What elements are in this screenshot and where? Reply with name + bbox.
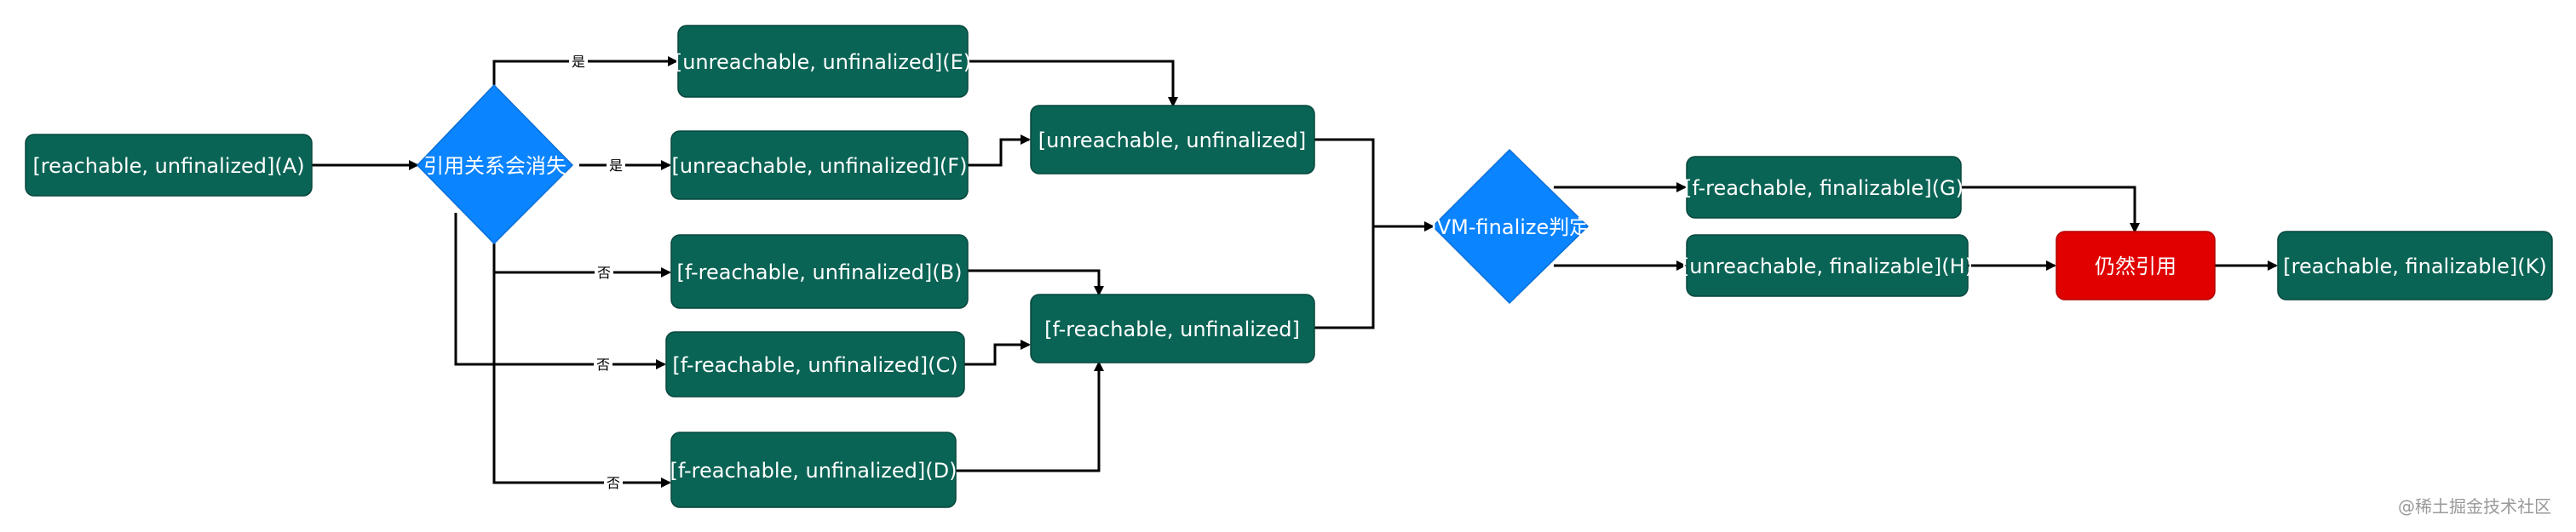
edge-c-to-r1 bbox=[964, 340, 1031, 366]
node-d-label: [f-reachable, unfinalized](D) bbox=[670, 459, 957, 483]
node-a-label: [reachable, unfinalized](A) bbox=[32, 154, 304, 178]
edge-b-to-r1 bbox=[968, 269, 1104, 296]
edge-label-no-c: 否 bbox=[596, 357, 610, 373]
node-k: [reachable, finalizable](K) bbox=[2277, 231, 2553, 300]
decision-reference-disappear-label: 引用关系会消失 bbox=[423, 154, 566, 178]
edge-u1-to-decision2 bbox=[1314, 138, 1435, 232]
watermark: @稀土掘金技术社区 bbox=[2398, 496, 2551, 517]
edge-labels: 是 是 否 否 否 bbox=[569, 52, 625, 492]
edge-label-no-b: 否 bbox=[597, 265, 611, 281]
node-unreachable-unfinalized: [unreachable, unfinalized] bbox=[1030, 105, 1315, 174]
node-f-label: [unreachable, unfinalized](F) bbox=[672, 154, 968, 178]
decision-jvm-finalize-label: JVM-finalize判定 bbox=[1429, 215, 1590, 239]
node-still-referenced-label: 仍然引用 bbox=[2095, 255, 2176, 278]
edge-label-yes-e: 是 bbox=[572, 54, 585, 70]
edge-r1-to-decision2 bbox=[1314, 226, 1375, 329]
edge-d-to-r1 bbox=[956, 361, 1104, 472]
edge-label-yes-f: 是 bbox=[609, 157, 623, 174]
edge-e-to-u1 bbox=[968, 60, 1178, 107]
node-b-label: [f-reachable, unfinalized](B) bbox=[677, 260, 963, 284]
node-f-reachable-unfinalized: [f-reachable, unfinalized] bbox=[1030, 294, 1315, 363]
decision-jvm-finalize: JVM-finalize判定 bbox=[1429, 148, 1590, 305]
node-f: [unreachable, unfinalized](F) bbox=[670, 130, 969, 200]
edge-decision-to-b bbox=[492, 243, 671, 277]
node-a: [reachable, unfinalized](A) bbox=[25, 134, 313, 197]
node-c-label: [f-reachable, unfinalized](C) bbox=[672, 353, 957, 377]
edge-f-to-u1 bbox=[968, 134, 1031, 167]
node-e-label: [unreachable, unfinalized](E) bbox=[675, 50, 971, 74]
node-unreachable-unfinalized-label: [unreachable, unfinalized] bbox=[1038, 129, 1306, 152]
node-g: [f-reachable, finalizable](G) bbox=[1684, 156, 1964, 219]
node-still-referenced: 仍然引用 bbox=[2056, 231, 2216, 300]
node-c: [f-reachable, unfinalized](C) bbox=[665, 331, 965, 398]
node-h: [unreachable, finalizable](H) bbox=[1682, 234, 1973, 297]
decision-reference-disappear: 引用关系会消失 bbox=[416, 83, 574, 245]
node-d: [f-reachable, unfinalized](D) bbox=[670, 432, 957, 508]
edge-decision-to-e bbox=[492, 56, 678, 85]
node-f-reachable-unfinalized-label: [f-reachable, unfinalized] bbox=[1044, 317, 1300, 341]
edge-g-to-still bbox=[1961, 186, 2140, 233]
edge-label-no-d: 否 bbox=[607, 475, 620, 491]
node-b: [f-reachable, unfinalized](B) bbox=[670, 234, 969, 309]
node-h-label: [unreachable, finalizable](H) bbox=[1682, 255, 1973, 278]
node-e: [unreachable, unfinalized](E) bbox=[675, 25, 971, 98]
node-g-label: [f-reachable, finalizable](G) bbox=[1684, 176, 1964, 200]
node-k-label: [reachable, finalizable](K) bbox=[2283, 255, 2546, 278]
edges bbox=[312, 56, 2278, 488]
